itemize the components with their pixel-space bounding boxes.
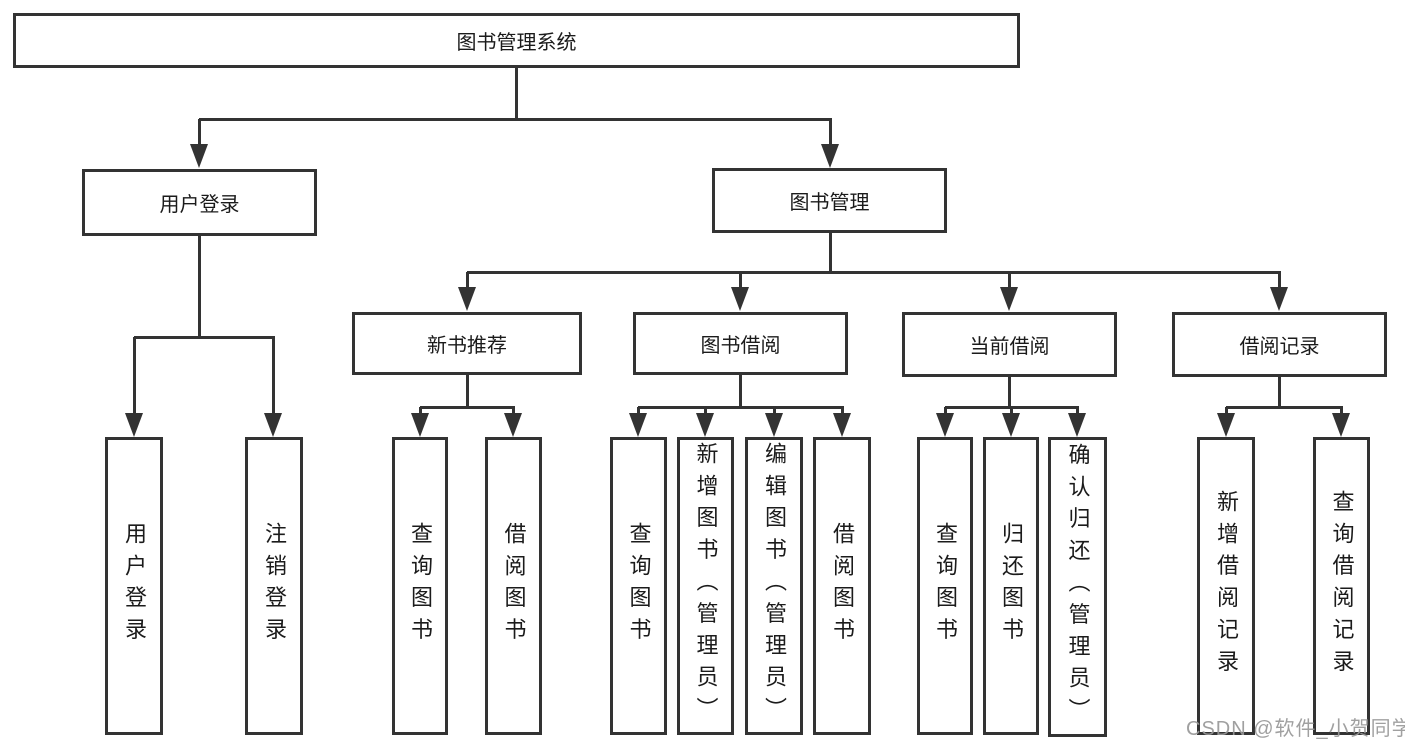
- node-label: 查询图书: [626, 522, 652, 650]
- connector-line-vertical: [773, 407, 776, 418]
- arrow-down-icon: [821, 144, 839, 168]
- node-br-add-record: 新增借阅记录: [1197, 437, 1255, 735]
- connector-line-horizontal: [638, 406, 844, 409]
- arrow-down-icon: [1217, 413, 1235, 437]
- connector-line-vertical: [198, 236, 201, 339]
- connector-line-vertical: [198, 119, 201, 150]
- arrow-down-icon: [125, 413, 143, 437]
- arrow-down-icon: [264, 413, 282, 437]
- node-label: 图书管理: [789, 192, 870, 214]
- arrow-down-icon: [1270, 287, 1288, 311]
- node-bb-borrow-book: 借阅图书: [813, 437, 871, 735]
- connector-line-vertical: [739, 272, 742, 293]
- arrow-down-icon: [190, 144, 208, 168]
- node-label: 查询图书: [408, 522, 433, 650]
- connector-line-vertical: [1008, 272, 1011, 293]
- node-label: 借阅图书: [830, 522, 855, 650]
- connector-line-vertical: [515, 68, 518, 121]
- watermark: CSDN @软件_小贺同学: [1186, 718, 1405, 740]
- node-label: 编辑图书（管理员）: [762, 442, 787, 730]
- arrow-down-icon: [1000, 287, 1018, 311]
- node-br-query-record: 查询借阅记录: [1313, 437, 1370, 735]
- arrow-down-icon: [504, 413, 522, 437]
- node-label: 图书借阅: [700, 335, 781, 357]
- node-label: 注销登录: [262, 522, 287, 650]
- arrow-down-icon: [1068, 413, 1086, 437]
- node-label: 用户登录: [159, 194, 240, 216]
- node-root: 图书管理系统: [13, 13, 1020, 68]
- connector-line-horizontal: [945, 406, 1079, 409]
- connector-line-vertical: [1278, 272, 1281, 293]
- node-label: 图书管理系统: [456, 32, 577, 54]
- arrow-down-icon: [731, 287, 749, 311]
- node-label: 新增借阅记录: [1214, 490, 1239, 682]
- node-current-borrow: 当前借阅: [902, 312, 1117, 377]
- node-label: 归还图书: [999, 522, 1024, 650]
- arrow-down-icon: [411, 413, 429, 437]
- node-logout-leaf: 注销登录: [245, 437, 303, 735]
- connector-line-horizontal: [420, 406, 515, 409]
- node-bb-add-book: 新增图书（管理员）: [677, 437, 734, 735]
- arrow-down-icon: [833, 413, 851, 437]
- arrow-down-icon: [765, 413, 783, 437]
- node-cb-return-book: 归还图书: [983, 437, 1039, 735]
- connector-line-horizontal: [134, 336, 275, 339]
- node-label: 查询借阅记录: [1329, 490, 1355, 682]
- node-cb-confirm-return: 确认归还（管理员）: [1048, 437, 1107, 737]
- node-label: 新书推荐: [427, 335, 507, 357]
- node-label: 确认归还（管理员）: [1065, 443, 1091, 731]
- connector-line-vertical: [1340, 407, 1343, 418]
- connector-line-horizontal: [199, 118, 832, 121]
- arrow-down-icon: [936, 413, 954, 437]
- node-label: 借阅记录: [1239, 336, 1320, 358]
- node-bb-query-book: 查询图书: [610, 437, 667, 735]
- connector-line-vertical: [704, 407, 707, 418]
- arrow-down-icon: [1332, 413, 1350, 437]
- connector-line-vertical: [841, 407, 844, 418]
- node-label: 借阅图书: [501, 522, 527, 650]
- connector-line-vertical: [829, 233, 832, 274]
- arrow-down-icon: [696, 413, 714, 437]
- arrow-down-icon: [458, 287, 476, 311]
- connector-line-vertical: [944, 407, 947, 418]
- node-book-borrow: 图书借阅: [633, 312, 848, 375]
- node-nr-borrow-book: 借阅图书: [485, 437, 542, 735]
- connector-line-vertical: [739, 375, 742, 409]
- connector-line-vertical: [1278, 377, 1281, 409]
- connector-line-vertical: [1076, 407, 1079, 418]
- connector-line-vertical: [829, 119, 832, 150]
- connector-line-vertical: [512, 407, 515, 418]
- node-borrow-records: 借阅记录: [1172, 312, 1387, 377]
- node-bb-edit-book: 编辑图书（管理员）: [745, 437, 803, 735]
- connector-line-vertical: [1010, 407, 1013, 418]
- node-label: 当前借阅: [969, 336, 1050, 358]
- connector-line-vertical: [637, 407, 640, 418]
- connector-line-vertical: [1225, 407, 1228, 418]
- connector-line-vertical: [133, 337, 136, 418]
- node-book-mgmt: 图书管理: [712, 168, 947, 233]
- node-label: 新增图书（管理员）: [693, 442, 719, 730]
- connector-line-vertical: [1008, 377, 1011, 409]
- connector-line-horizontal: [467, 271, 1281, 274]
- node-label: 查询图书: [933, 522, 958, 650]
- connector-line-vertical: [466, 272, 469, 293]
- arrow-down-icon: [1002, 413, 1020, 437]
- connector-line-vertical: [419, 407, 422, 418]
- arrow-down-icon: [629, 413, 647, 437]
- connector-line-vertical: [466, 375, 469, 409]
- node-new-book-rec: 新书推荐: [352, 312, 582, 375]
- node-nr-query-book: 查询图书: [392, 437, 448, 735]
- connector-line-horizontal: [1226, 406, 1343, 409]
- node-label: 用户登录: [122, 522, 147, 650]
- connector-line-vertical: [272, 337, 275, 418]
- node-user-login: 用户登录: [82, 169, 317, 236]
- node-cb-query-book: 查询图书: [917, 437, 973, 735]
- node-login-leaf: 用户登录: [105, 437, 163, 735]
